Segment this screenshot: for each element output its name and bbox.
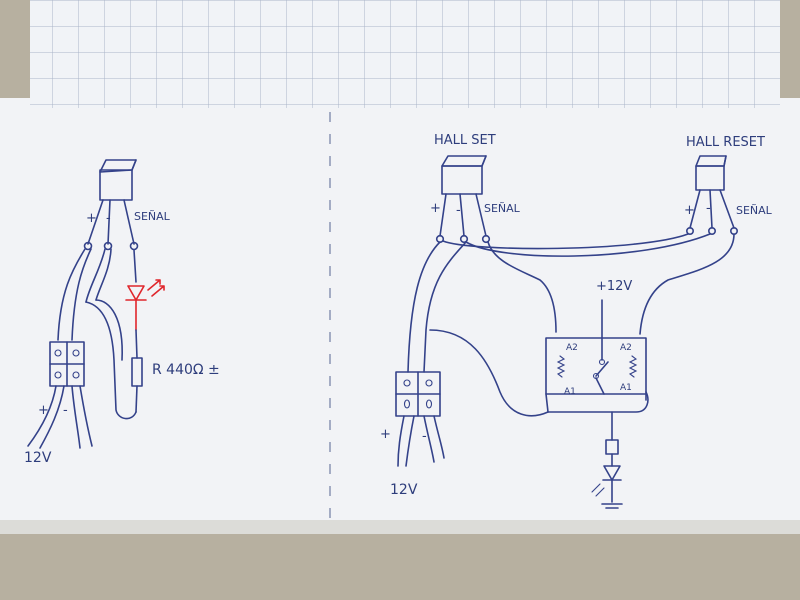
led-left [125, 279, 165, 331]
relay-a2-right: A2 [620, 343, 632, 353]
relay-a1-right: A1 [620, 383, 632, 393]
relay-a2-left: A2 [566, 343, 578, 353]
label-signal-left: SEÑAL [134, 210, 171, 223]
label-terminal-plus-left: + [38, 403, 49, 418]
label-12v-right: 12V [390, 482, 418, 498]
relay-a1-left: A1 [564, 387, 576, 397]
notebook-page [0, 98, 800, 530]
title-hall-set: HALL SET [434, 133, 496, 148]
resistor-label: R 440Ω ± [152, 362, 220, 378]
label-terminal-minus-right: - [422, 429, 427, 444]
ground-symbol [601, 503, 623, 509]
label-set-plus: + [430, 201, 441, 216]
label-minus-left: - [106, 211, 111, 226]
terminal-block-left [49, 341, 85, 387]
left-circuit: R 440Ω ± + - SEÑAL + - 12V [24, 159, 220, 466]
terminal-block-right [395, 371, 441, 417]
label-reset-signal: SEÑAL [736, 204, 773, 217]
label-terminal-plus-right: + [380, 427, 391, 442]
hall-set-sensor [441, 155, 487, 195]
pin-minus-left [103, 241, 113, 251]
label-plus-left: + [86, 211, 97, 226]
label-set-signal: SEÑAL [484, 202, 521, 215]
label-reset-minus: - [706, 201, 711, 216]
page-edge [0, 520, 800, 534]
label-12v-left: 12V [24, 450, 52, 466]
latching-relay: A2 A1 A2 A1 [545, 299, 647, 413]
label-terminal-minus-left: - [63, 403, 68, 418]
label-relay-supply: +12V [596, 279, 632, 294]
title-hall-reset: HALL RESET [686, 135, 765, 150]
led-right [591, 465, 622, 503]
hall-sensor-left [99, 159, 137, 201]
label-set-minus: - [456, 203, 461, 218]
pin-plus-left [83, 241, 93, 251]
label-reset-plus: + [684, 203, 695, 218]
grid-page [30, 0, 780, 108]
right-circuit: HALL SET HALL RESET [380, 133, 773, 509]
